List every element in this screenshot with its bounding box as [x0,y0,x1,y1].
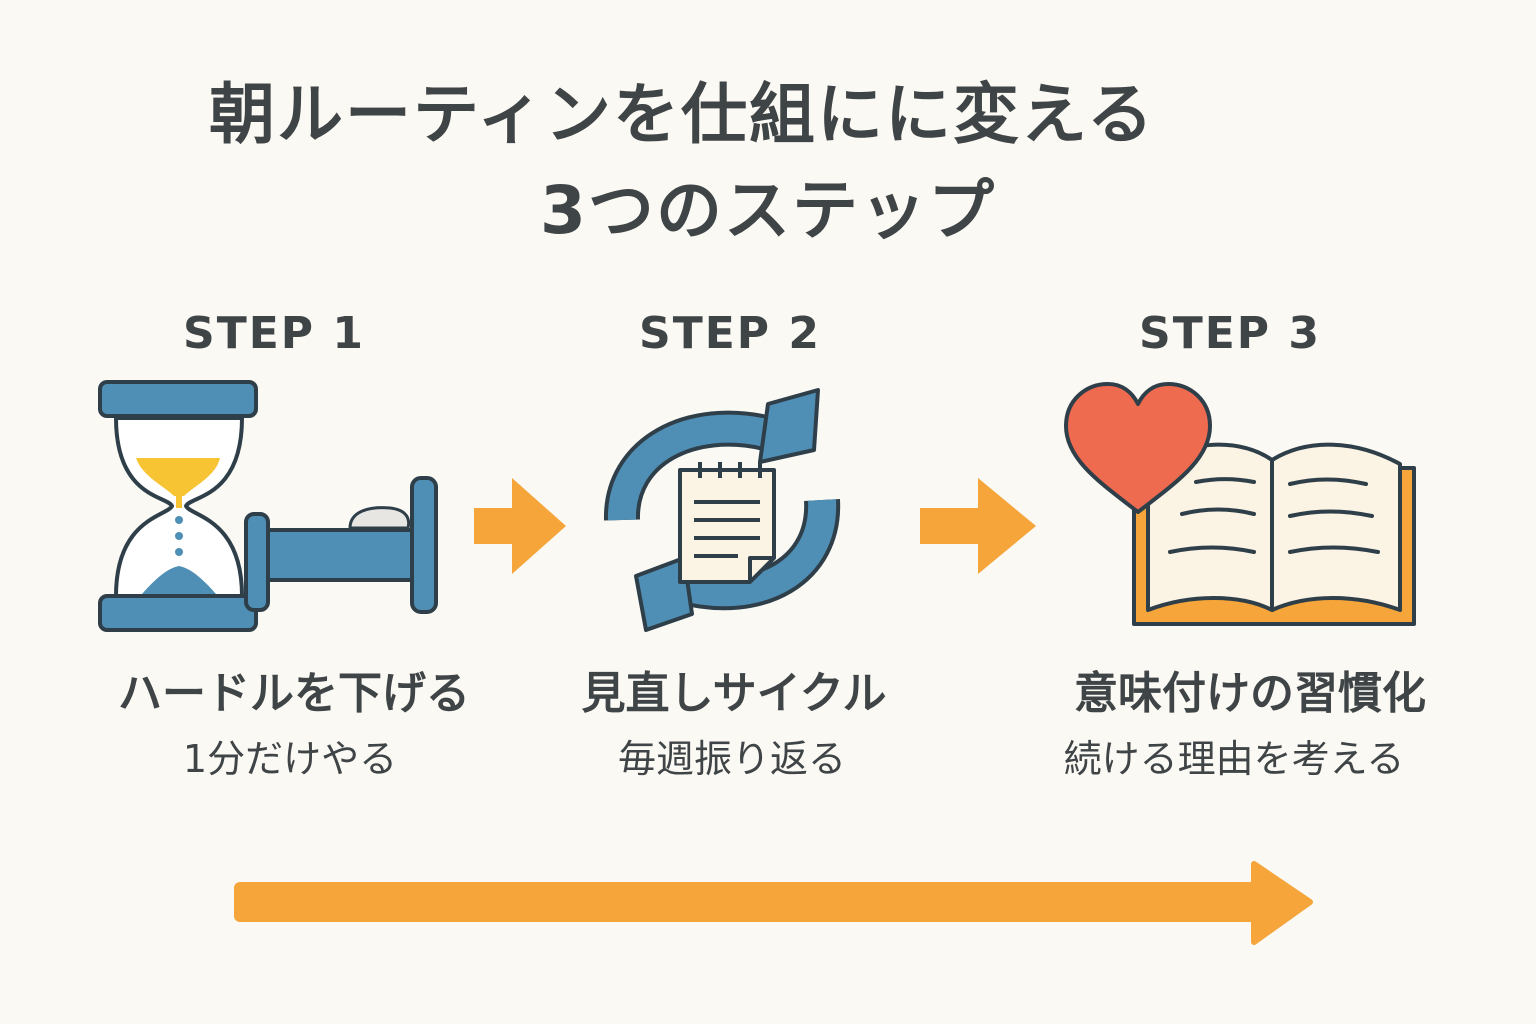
step-2-name: 見直しサイクル [581,668,887,719]
open-book-icon [1132,442,1416,626]
step-3-label: STEP 3 [1139,308,1321,359]
cycle-arrows-icon [604,388,841,632]
step-1-description: 1分だけやる [182,737,398,781]
title-line-1: 朝ルーティンを仕組にに変える [208,76,1156,153]
step-2-label: STEP 2 [639,308,821,359]
arrow-right-1-icon [474,478,566,574]
step-3-description: 続ける理由を考える [1063,737,1405,781]
arrow-right-2-icon [920,478,1036,574]
step-2-description: 毎週振り返る [617,737,846,781]
hourglass-icon [98,380,258,632]
step-1-name: ハードルを下げる [118,668,470,719]
title-line-2: 3つのステップ [540,172,996,249]
long-progress-arrow-icon [234,861,1313,945]
heart-icon [1064,382,1212,514]
bed-icon [244,476,438,614]
step-1-label: STEP 1 [183,308,365,359]
notepad-icon [678,462,776,584]
step-3-name: 意味付けの習慣化 [1074,668,1426,719]
